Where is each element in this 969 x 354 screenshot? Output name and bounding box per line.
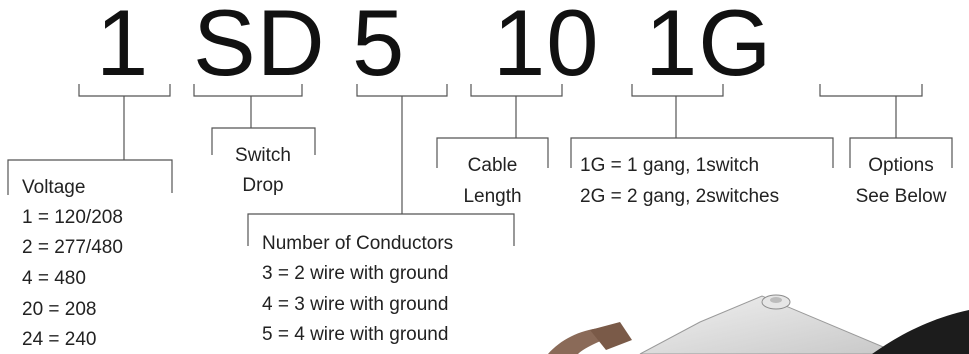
code-conductors: 5 (352, 0, 406, 95)
conductors-item: 3 = 2 wire with ground (262, 263, 449, 284)
voltage-item: 24 = 240 (22, 329, 97, 350)
options-label-line2: See Below (855, 186, 947, 207)
cable-brown-connector (590, 322, 632, 350)
bracket-gang (570, 84, 834, 168)
voltage-item: 4 = 480 (22, 268, 86, 289)
gang-item: 1G = 1 gang, 1switch (580, 155, 760, 176)
cable-length-label-line2: Length (463, 186, 522, 207)
options-label-line1: Options (868, 155, 934, 176)
conductors-title: Number of Conductors (262, 233, 454, 254)
cable-black (872, 310, 969, 354)
bracket-cable-length (436, 84, 563, 168)
code-switch-drop: SD (193, 0, 326, 95)
voltage-item: 20 = 208 (22, 299, 97, 320)
switch-drop-label-line2: Drop (242, 175, 284, 196)
conductors-item: 4 = 3 wire with ground (262, 294, 449, 315)
cable-length-label-line1: Cable (467, 155, 518, 176)
bracket-voltage (7, 84, 173, 195)
voltage-title: Voltage (22, 177, 86, 198)
bracket-conductors (247, 84, 515, 246)
conductors-item: 5 = 4 wire with ground (262, 324, 449, 345)
bracket-options (819, 84, 953, 168)
code-cable-length: 10 (493, 0, 600, 95)
voltage-item: 2 = 277/480 (22, 237, 123, 258)
switch-drop-label-line1: Switch (235, 145, 291, 166)
junction-plate (639, 295, 901, 354)
voltage-item: 1 = 120/208 (22, 207, 123, 228)
code-gang: 1G (645, 0, 773, 95)
bracket-switch-drop (193, 84, 316, 155)
code-voltage: 1 (96, 0, 150, 95)
gang-item: 2G = 2 gang, 2switches (580, 186, 780, 207)
